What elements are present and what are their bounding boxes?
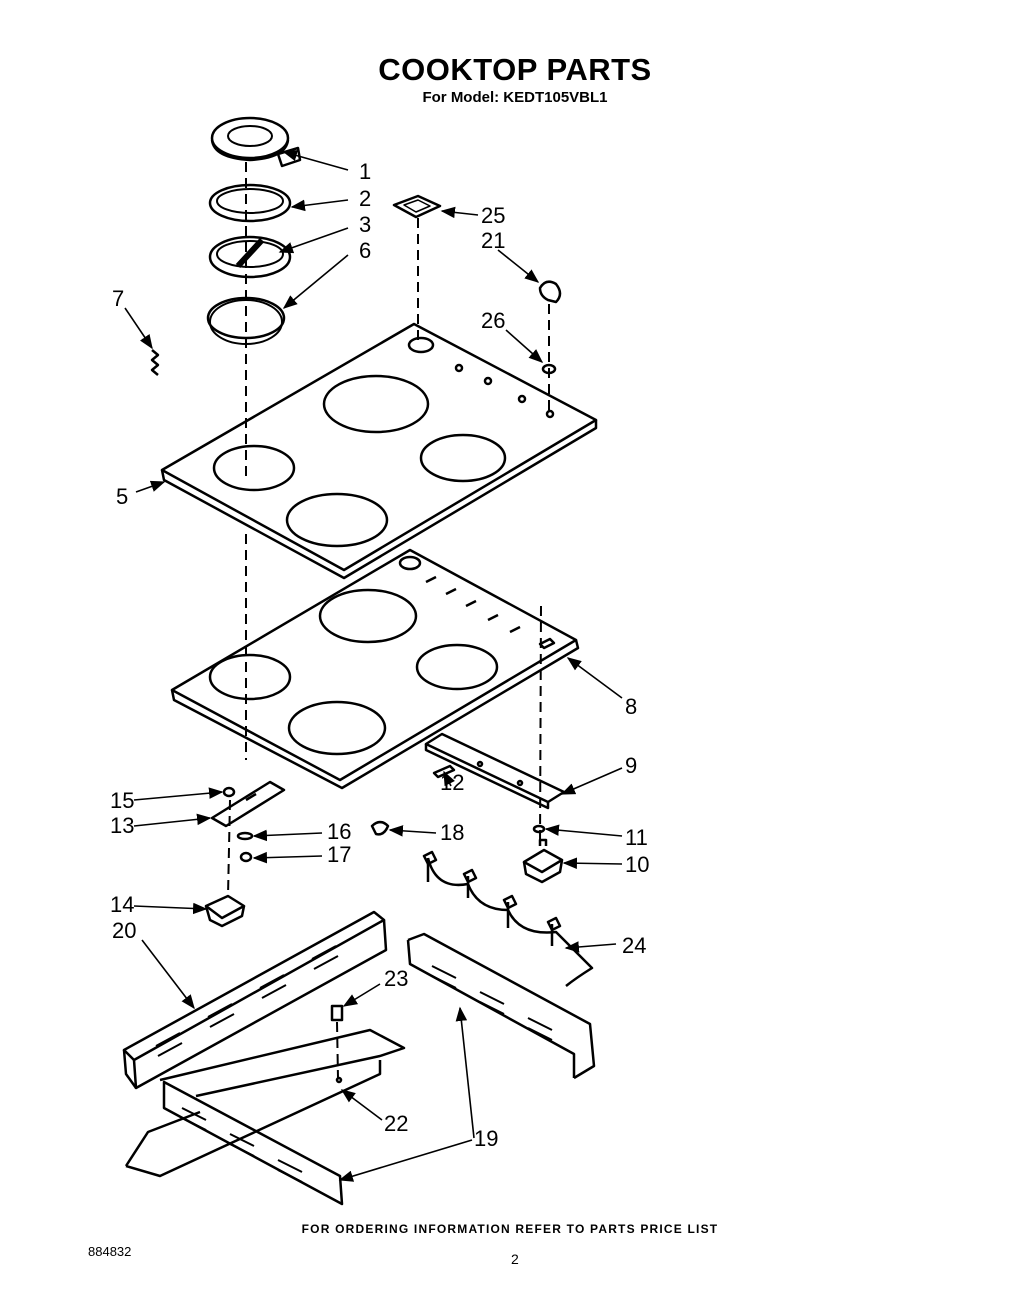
leader-1 bbox=[282, 149, 349, 171]
cooktop-part-5 bbox=[160, 322, 598, 580]
bracket-part-13 bbox=[210, 780, 286, 828]
switch-part-14 bbox=[204, 894, 246, 928]
ordering-info-footer: FOR ORDERING INFORMATION REFER TO PARTS … bbox=[301, 1222, 719, 1236]
screw-part-23 bbox=[330, 1004, 344, 1022]
leader-17 bbox=[252, 851, 323, 864]
leader-14 bbox=[133, 902, 208, 915]
callout-12: 12 bbox=[440, 770, 464, 795]
callout-24: 24 bbox=[622, 933, 646, 958]
callout-7: 7 bbox=[112, 286, 124, 311]
callout-20: 20 bbox=[112, 918, 136, 943]
clip-part-12 bbox=[432, 764, 456, 779]
assembly-line-screw bbox=[336, 1021, 339, 1079]
clip-part-7 bbox=[150, 349, 160, 376]
callout-3: 3 bbox=[359, 212, 371, 237]
drip-pan-part-3 bbox=[208, 235, 292, 279]
assembly-line-switch-left bbox=[227, 799, 231, 897]
leader-5 bbox=[135, 480, 166, 493]
callout-11: 11 bbox=[625, 825, 648, 850]
callout-15: 15 bbox=[110, 788, 134, 813]
callout-26: 26 bbox=[481, 308, 505, 333]
leader-23 bbox=[342, 983, 381, 1007]
leader-6 bbox=[282, 254, 349, 309]
bottom-plate-part-22 bbox=[124, 1028, 406, 1178]
callout-23: 23 bbox=[384, 966, 408, 991]
model-subtitle: For Model: KEDT105VBL1 bbox=[422, 89, 608, 106]
leader-24 bbox=[564, 941, 617, 953]
switch-part-10 bbox=[522, 838, 564, 884]
leader-25 bbox=[440, 206, 479, 219]
leader-21 bbox=[497, 249, 540, 283]
leader-16 bbox=[252, 829, 323, 842]
leader-11 bbox=[544, 824, 623, 837]
callout-25: 25 bbox=[481, 203, 505, 228]
washer-part-16 bbox=[236, 831, 254, 841]
vent-grille-part-25 bbox=[392, 194, 442, 219]
document-number: 884832 bbox=[88, 1244, 132, 1259]
knob-part-21 bbox=[538, 280, 562, 304]
support-plate-part-8 bbox=[170, 548, 580, 790]
callout-8: 8 bbox=[625, 694, 637, 719]
leader-20 bbox=[141, 939, 195, 1010]
leader-12 bbox=[443, 770, 455, 787]
surface-element-part-1 bbox=[210, 116, 302, 168]
page-number: 2 bbox=[511, 1251, 519, 1267]
ring-part-6 bbox=[206, 296, 286, 345]
leader-7 bbox=[124, 307, 153, 350]
callout-21: 21 bbox=[481, 228, 505, 253]
nut-part-15 bbox=[222, 786, 236, 798]
callout-17: 17 bbox=[327, 842, 351, 867]
page-title: COOKTOP PARTS bbox=[378, 52, 652, 87]
trim-ring-part-2 bbox=[208, 183, 292, 223]
leader-18 bbox=[388, 825, 437, 837]
callout-13: 13 bbox=[110, 813, 134, 838]
leader-22 bbox=[340, 1089, 383, 1121]
wire-harness-part-24 bbox=[422, 850, 594, 987]
callout-18: 18 bbox=[440, 820, 464, 845]
leader-19b bbox=[338, 1139, 473, 1182]
washer-part-11 bbox=[532, 824, 546, 834]
leader-9 bbox=[560, 767, 623, 795]
callout-6: 6 bbox=[359, 238, 371, 263]
leader-26 bbox=[505, 329, 544, 363]
leader-10 bbox=[562, 857, 623, 869]
leader-3 bbox=[278, 227, 349, 254]
leader-8 bbox=[566, 657, 623, 699]
nut-part-17 bbox=[239, 851, 253, 863]
grommet-part-18 bbox=[370, 820, 390, 836]
callout-1: 1 bbox=[359, 159, 371, 184]
leader-2 bbox=[290, 199, 349, 212]
callout-22: 22 bbox=[384, 1111, 408, 1136]
callout-16: 16 bbox=[327, 819, 351, 844]
callout-14: 14 bbox=[110, 892, 134, 917]
leader-15 bbox=[133, 787, 224, 801]
leader-13 bbox=[133, 813, 212, 827]
callout-5: 5 bbox=[116, 484, 128, 509]
callout-10: 10 bbox=[625, 852, 649, 877]
front-rail-part-20 bbox=[122, 910, 388, 1090]
callout-19: 19 bbox=[474, 1126, 498, 1151]
callout-9: 9 bbox=[625, 753, 637, 778]
leader-19a bbox=[455, 1006, 475, 1139]
callout-2: 2 bbox=[359, 186, 371, 211]
rail-part-19 bbox=[162, 932, 596, 1206]
assembly-line-switch-right bbox=[539, 605, 542, 847]
